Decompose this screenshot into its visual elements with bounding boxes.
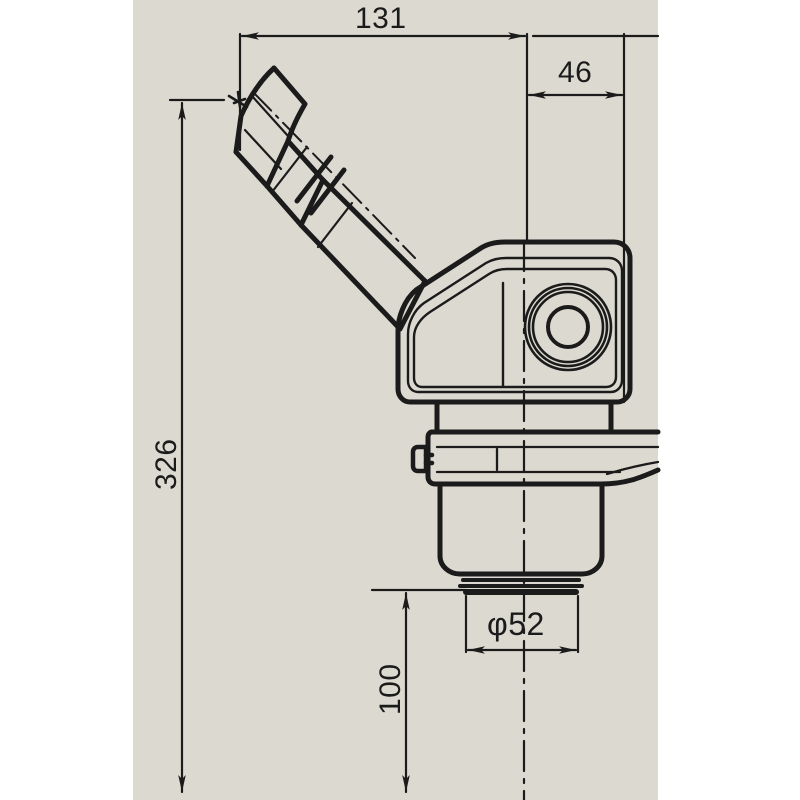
dimension-label-131: 131: [355, 2, 407, 35]
dimension-phi52: [464, 594, 580, 654]
dimension-131: [238, 32, 529, 245]
dimension-label-46: 46: [558, 56, 593, 89]
eyepiece-centerline: [252, 91, 416, 259]
focus-block-inner-lines: [435, 445, 660, 476]
eyepiece-inner-contours: [243, 94, 354, 249]
zoom-knob-center: [546, 305, 590, 349]
eyepiece-tube-assembly: [233, 65, 428, 332]
dimension-label-phi52: φ52: [487, 606, 545, 642]
dimension-46: [527, 32, 660, 404]
objective-nosepiece: [437, 481, 605, 577]
dimension-326: [168, 98, 226, 794]
clamp-tab: [410, 444, 435, 474]
dimension-label-326: 326: [150, 438, 183, 490]
dimension-label-100: 100: [374, 663, 407, 715]
zoom-knob: [523, 282, 613, 372]
focus-block: [425, 399, 661, 487]
head-body-outline: [395, 239, 633, 405]
head-body-inner-contours: [406, 256, 624, 394]
objective-mount-rings: [458, 578, 584, 588]
reference-crosshair: [227, 90, 249, 109]
dimension-100: [370, 588, 468, 794]
